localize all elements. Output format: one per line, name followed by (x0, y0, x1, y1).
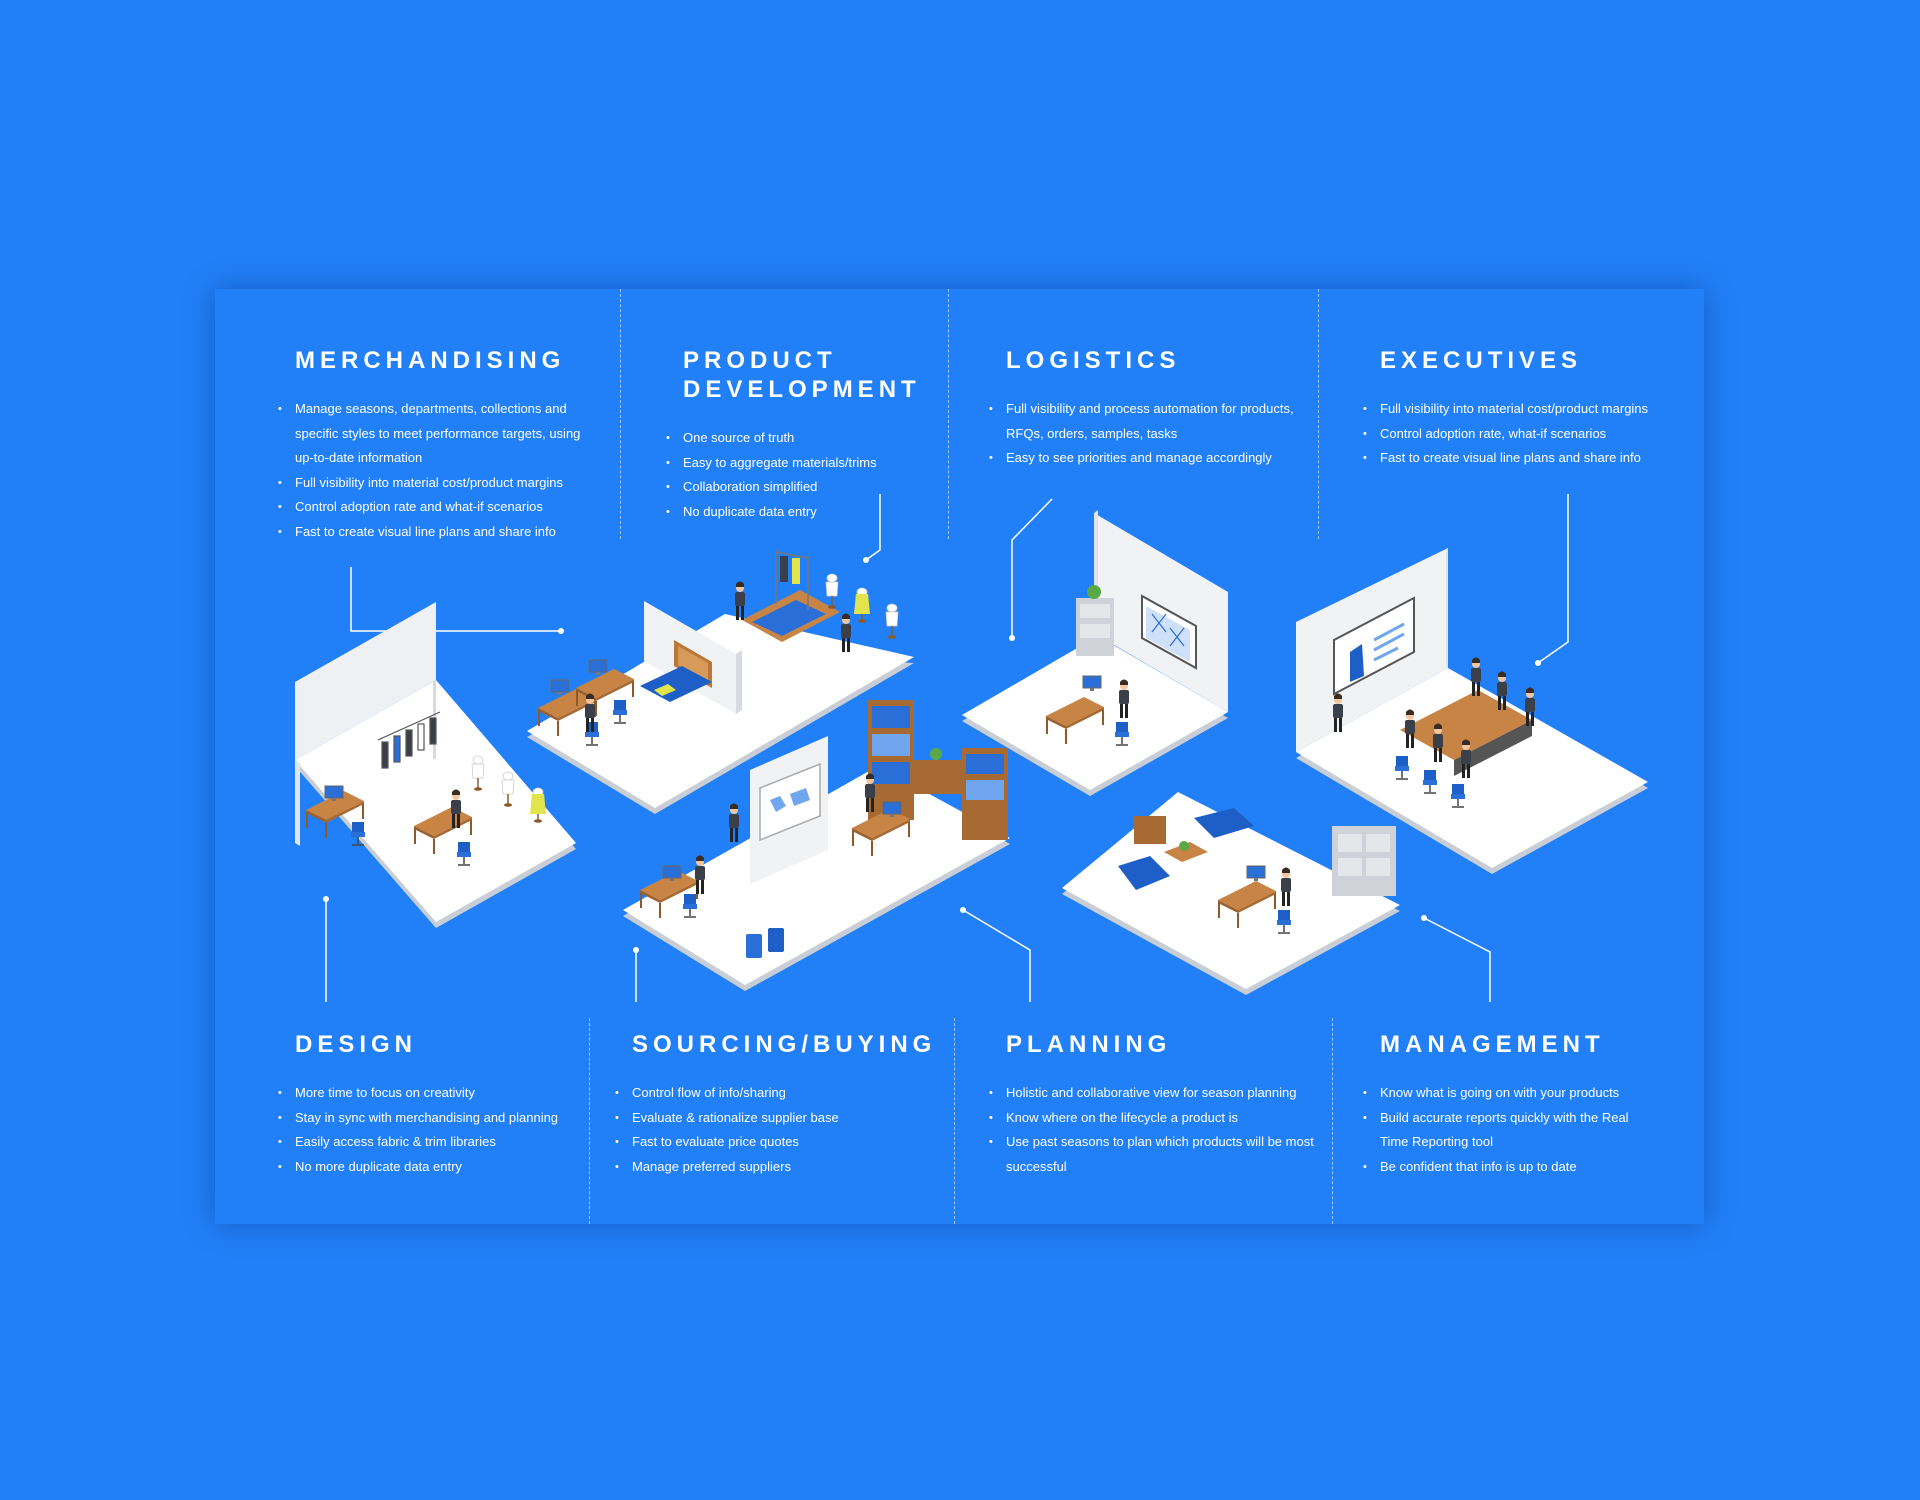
sourcing-room-illustration (623, 700, 1010, 991)
section-executives: EXECUTIVES Full visibility into material… (1363, 346, 1680, 471)
list-item: Fast to create visual line plans and sha… (1363, 446, 1680, 471)
list-item: Fast to evaluate price quotes (615, 1130, 932, 1155)
divider-bottom-3 (1332, 1018, 1333, 1224)
divider-top-1 (620, 289, 621, 539)
list-item: Control adoption rate and what-if scenar… (278, 495, 595, 520)
list-item: Manage seasons, departments, collections… (278, 397, 595, 471)
list-item: Build accurate reports quickly with the … (1363, 1106, 1640, 1155)
section-title: PLANNING (1006, 1031, 1172, 1058)
section-design: DESIGN More time to focus on creativity … (278, 1030, 585, 1180)
connector-planning (962, 909, 1031, 1002)
section-logistics: LOGISTICS Full visibility and process au… (989, 346, 1296, 471)
section-title: EXECUTIVES (1380, 347, 1583, 374)
list-item: Holistic and collaborative view for seas… (989, 1081, 1316, 1106)
section-merchandising: MERCHANDISING Manage seasons, department… (278, 346, 595, 545)
divider-bottom-1 (589, 1018, 590, 1224)
connector-merchandising (350, 567, 561, 632)
list-item: Fast to create visual line plans and sha… (278, 520, 595, 545)
list-item: One source of truth (666, 426, 923, 451)
list-item: Easily access fabric & trim libraries (278, 1130, 585, 1155)
section-title-line1: PRODUCT (683, 347, 837, 374)
list-item: Easy to see priorities and manage accord… (989, 446, 1296, 471)
product-development-room-illustration (527, 550, 914, 814)
section-title-line2: DEVELOPMENT (683, 376, 921, 403)
logistics-room-illustration (962, 510, 1228, 796)
section-management: MANAGEMENT Know what is going on with yo… (1363, 1030, 1640, 1180)
section-planning: PLANNING Holistic and collaborative view… (989, 1030, 1316, 1179)
section-title: MERCHANDISING (295, 347, 566, 374)
list-item: No more duplicate data entry (278, 1155, 585, 1180)
list-item: Easy to aggregate materials/trims (666, 451, 923, 476)
list-item: Full visibility into material cost/produ… (1363, 397, 1680, 422)
executives-room-illustration (1296, 548, 1648, 874)
list-item: Know what is going on with your products (1363, 1081, 1640, 1106)
design-room-illustration (295, 602, 576, 928)
section-title: MANAGEMENT (1380, 1031, 1605, 1058)
connector-management (1423, 917, 1491, 1002)
list-item: Stay in sync with merchandising and plan… (278, 1106, 585, 1131)
section-sourcing-buying: SOURCING/BUYING Control flow of info/sha… (615, 1030, 937, 1180)
list-item: Manage preferred suppliers (615, 1155, 932, 1180)
divider-top-2 (948, 289, 949, 539)
list-item: More time to focus on creativity (278, 1081, 585, 1106)
section-title: PRODUCT DEVELOPMENT (683, 346, 923, 404)
divider-bottom-2 (954, 1018, 955, 1224)
list-item: Collaboration simplified (666, 475, 923, 500)
divider-top-3 (1318, 289, 1319, 539)
planning-room-illustration (1062, 792, 1400, 995)
section-title: LOGISTICS (1006, 347, 1181, 374)
list-item: Use past seasons to plan which products … (989, 1130, 1316, 1179)
list-item: Be confident that info is up to date (1363, 1155, 1640, 1180)
list-item: Full visibility into material cost/produ… (278, 471, 595, 496)
list-item: Control flow of info/sharing (615, 1081, 932, 1106)
section-title: SOURCING/BUYING (632, 1031, 937, 1058)
section-product-development: PRODUCT DEVELOPMENT One source of truth … (666, 346, 923, 525)
list-item: Know where on the lifecycle a product is (989, 1106, 1316, 1131)
list-item: No duplicate data entry (666, 500, 923, 525)
connector-executives (1537, 494, 1569, 664)
list-item: Evaluate & rationalize supplier base (615, 1106, 932, 1131)
section-title: DESIGN (295, 1031, 418, 1058)
list-item: Control adoption rate, what-if scenarios (1363, 422, 1680, 447)
connector-logistics (1011, 498, 1053, 638)
list-item: Full visibility and process automation f… (989, 397, 1296, 446)
